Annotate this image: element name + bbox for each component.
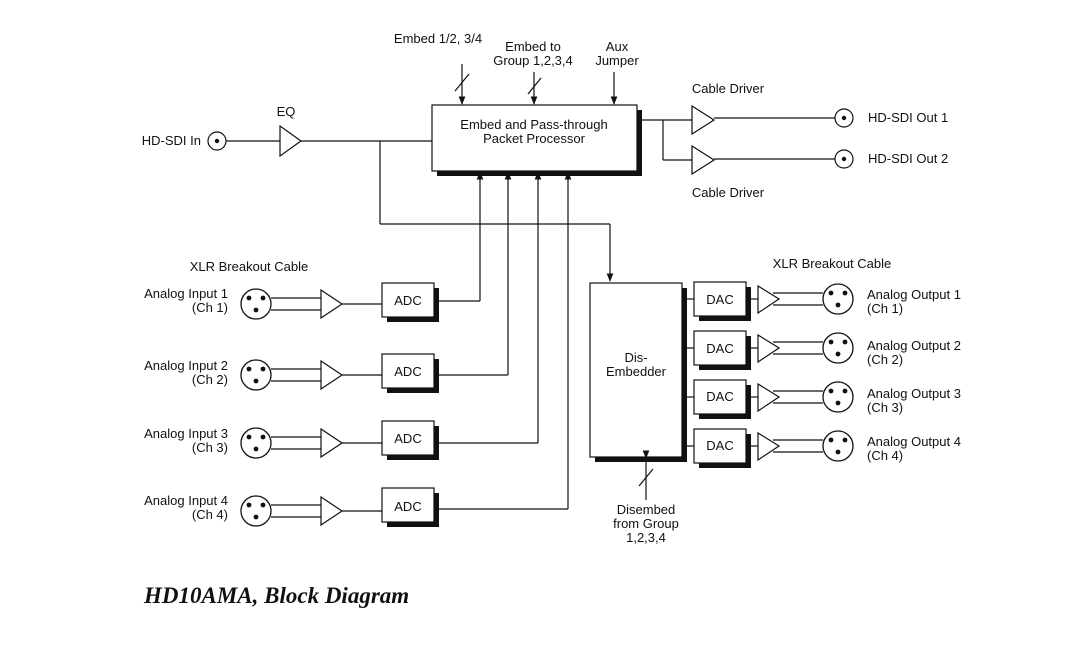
analog-input-1: Analog Input 1 (Ch 1)	[144, 286, 382, 320]
analog-output-4: Analog Output 4 (Ch 4)	[757, 430, 961, 463]
embed-to-group-control: Embed to Group 1,2,3,4	[493, 39, 573, 105]
analog-input-1-channel: (Ch 1)	[192, 300, 228, 315]
hd-sdi-in-label: HD-SDI In	[142, 133, 201, 148]
embed-12-34-control: Embed 1/2, 3/4	[394, 31, 482, 105]
adc-block-3: ADC	[381, 420, 439, 460]
analog-output-4-label: Analog Output 4	[867, 434, 961, 449]
disembed-label-line3: 1,2,3,4	[626, 530, 666, 545]
xlr-connector-icon	[240, 495, 272, 527]
disembed-label-line1: Disembed	[617, 502, 676, 517]
adc-block-4: ADC	[381, 487, 439, 527]
cable-driver-2: Cable Driver	[691, 144, 765, 200]
adc-label: ADC	[394, 293, 421, 308]
output-amp-triangle-icon	[757, 382, 781, 413]
dac-block-1: DAC	[693, 281, 751, 321]
analog-output-3: Analog Output 3 (Ch 3)	[757, 381, 961, 415]
hd-sdi-input: HD-SDI In	[142, 131, 227, 151]
output-amp-triangle-icon	[757, 431, 781, 462]
analog-input-4-channel: (Ch 4)	[192, 507, 228, 522]
aux-label-line1: Aux	[606, 39, 629, 54]
xlr-connector-icon	[822, 430, 854, 462]
output-amp-triangle-icon	[757, 333, 781, 364]
xlr-connector-icon	[240, 359, 272, 391]
embed-12-34-label: Embed 1/2, 3/4	[394, 31, 482, 46]
xlr-breakout-output-label: XLR Breakout Cable	[773, 256, 892, 271]
disembedder-block: Dis- Embedder	[589, 282, 687, 462]
analog-output-1-label: Analog Output 1	[867, 287, 961, 302]
dac-block-4: DAC	[693, 428, 751, 468]
processor-label-line1: Embed and Pass-through	[460, 117, 607, 132]
embed-to-label-line2: Group 1,2,3,4	[493, 53, 573, 68]
analog-output-3-channel: (Ch 3)	[867, 400, 903, 415]
adc-block-2: ADC	[381, 353, 439, 393]
eq-triangle-icon	[279, 124, 303, 158]
embed-to-label-line1: Embed to	[505, 39, 561, 54]
analog-output-2-label: Analog Output 2	[867, 338, 961, 353]
dac-label: DAC	[706, 292, 733, 307]
input-amp-triangle-icon	[320, 427, 344, 459]
dac-label: DAC	[706, 341, 733, 356]
analog-input-2-channel: (Ch 2)	[192, 372, 228, 387]
dac-block-2: DAC	[693, 330, 751, 370]
analog-input-1-label: Analog Input 1	[144, 286, 228, 301]
analog-output-4-channel: (Ch 4)	[867, 448, 903, 463]
xlr-connector-icon	[822, 381, 854, 413]
cable-driver-top-label: Cable Driver	[692, 81, 765, 96]
eq-amplifier: EQ	[277, 104, 303, 158]
disembed-group-control: Disembed from Group 1,2,3,4	[613, 450, 679, 545]
analog-output-3-label: Analog Output 3	[867, 386, 961, 401]
analog-input-3-channel: (Ch 3)	[192, 440, 228, 455]
driver-triangle-icon	[691, 144, 716, 176]
cable-driver-1: Cable Driver	[691, 81, 765, 136]
analog-output-2: Analog Output 2 (Ch 2)	[757, 332, 961, 367]
xlr-breakout-input-label: XLR Breakout Cable	[190, 259, 309, 274]
hd-sdi-out-1-label: HD-SDI Out 1	[868, 110, 948, 125]
analog-input-3: Analog Input 3 (Ch 3)	[144, 426, 382, 459]
analog-output-1-channel: (Ch 1)	[867, 301, 903, 316]
figure-caption: HD10AMA, Block Diagram	[143, 583, 409, 608]
input-amp-triangle-icon	[320, 495, 344, 527]
hd-sdi-out-2-label: HD-SDI Out 2	[868, 151, 948, 166]
adc-label: ADC	[394, 364, 421, 379]
aux-jumper-control: Aux Jumper	[595, 39, 639, 105]
xlr-connector-icon	[822, 283, 854, 315]
input-amp-triangle-icon	[320, 359, 344, 391]
analog-input-2-label: Analog Input 2	[144, 358, 228, 373]
analog-output-1: Analog Output 1 (Ch 1)	[757, 283, 961, 316]
cable-driver-bottom-label: Cable Driver	[692, 185, 765, 200]
hd-sdi-out-1: HD-SDI Out 1	[834, 108, 948, 128]
dac-block-3: DAC	[693, 379, 751, 419]
eq-label: EQ	[277, 104, 296, 119]
disembedder-label-line1: Dis-	[624, 350, 647, 365]
aux-label-line2: Jumper	[595, 53, 639, 68]
output-amp-triangle-icon	[757, 284, 781, 315]
analog-output-2-channel: (Ch 2)	[867, 352, 903, 367]
analog-input-4: Analog Input 4 (Ch 4)	[144, 493, 382, 527]
xlr-connector-icon	[240, 427, 272, 459]
adc-label: ADC	[394, 431, 421, 446]
xlr-connector-icon	[822, 332, 854, 364]
driver-triangle-icon	[691, 104, 716, 136]
analog-input-3-label: Analog Input 3	[144, 426, 228, 441]
disembedder-label-line2: Embedder	[606, 364, 667, 379]
dac-label: DAC	[706, 438, 733, 453]
packet-processor-block: Embed and Pass-through Packet Processor	[431, 104, 642, 176]
analog-input-2: Analog Input 2 (Ch 2)	[144, 358, 382, 391]
adc-label: ADC	[394, 499, 421, 514]
adc-block-1: ADC	[381, 282, 439, 322]
analog-input-4-label: Analog Input 4	[144, 493, 228, 508]
dac-label: DAC	[706, 389, 733, 404]
input-amp-triangle-icon	[320, 288, 344, 320]
hd-sdi-out-2: HD-SDI Out 2	[834, 149, 948, 169]
xlr-connector-icon	[240, 288, 272, 320]
disembed-label-line2: from Group	[613, 516, 679, 531]
processor-label-line2: Packet Processor	[483, 131, 586, 146]
